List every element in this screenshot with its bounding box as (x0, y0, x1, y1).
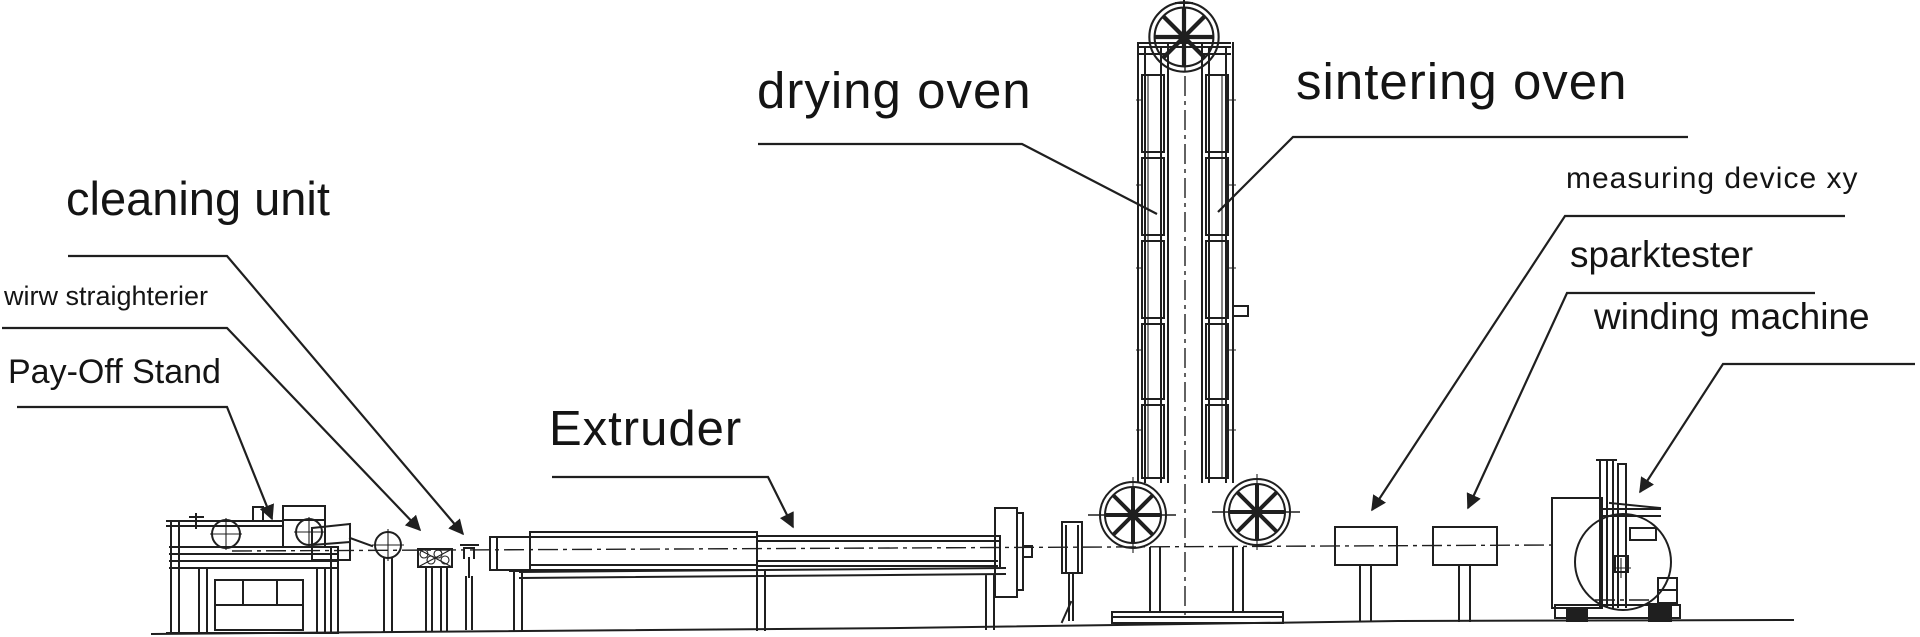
leader-lines (2, 135, 1915, 536)
measuring-device-leader-line (1371, 214, 1845, 512)
tower-top-wheel-icon (1149, 2, 1218, 71)
winding-machine-label: winding machine (1594, 296, 1870, 337)
measuring-device-drawing (1334, 526, 1398, 622)
tower-bottom-right-wheel-icon (1222, 477, 1292, 547)
wire-straightener-leader-line (2, 326, 422, 532)
cleaning-unit-leader-line (68, 254, 464, 536)
wire-guide-device-drawing (1060, 521, 1083, 624)
sparktester-drawing (1432, 526, 1498, 622)
cleaning-unit-label: cleaning unit (66, 172, 330, 225)
wire-straightener-label: wirw straighterier (4, 281, 209, 311)
extruder-label: Extruder (549, 402, 743, 456)
wire-straightener-drawing (417, 548, 453, 632)
extruder-leader-line (552, 475, 794, 529)
sintering-oven-leader-line (1217, 135, 1688, 213)
extruder-drawing (489, 507, 1033, 632)
floor-line (150, 618, 1795, 636)
measuring-device-label: measuring device xy (1566, 162, 1859, 195)
oven-tower-drawing (1088, 0, 1302, 624)
sintering-oven-label: sintering oven (1296, 53, 1628, 110)
winding-machine-drawing (1551, 459, 1681, 622)
sintering-oven-segments (1205, 74, 1236, 479)
pay-off-stand-label: Pay-Off Stand (8, 353, 221, 391)
pay-off-stand-leader-line (17, 405, 274, 521)
cleaning-unit-drawing (460, 544, 479, 630)
sparktester-label: sparktester (1570, 234, 1754, 275)
wire-guide-pulley-drawing (372, 529, 404, 632)
winding-spool-icon (1574, 513, 1672, 611)
drying-oven-label: drying oven (757, 62, 1032, 119)
pay-off-stand-drawing (166, 505, 374, 634)
sparktester-leader-line (1466, 291, 1815, 510)
winding-machine-leader-line (1639, 362, 1915, 494)
tower-bottom-left-wheel-icon (1098, 480, 1168, 550)
drying-oven-segments (1136, 74, 1165, 479)
drying-oven-leader-line (758, 142, 1158, 215)
